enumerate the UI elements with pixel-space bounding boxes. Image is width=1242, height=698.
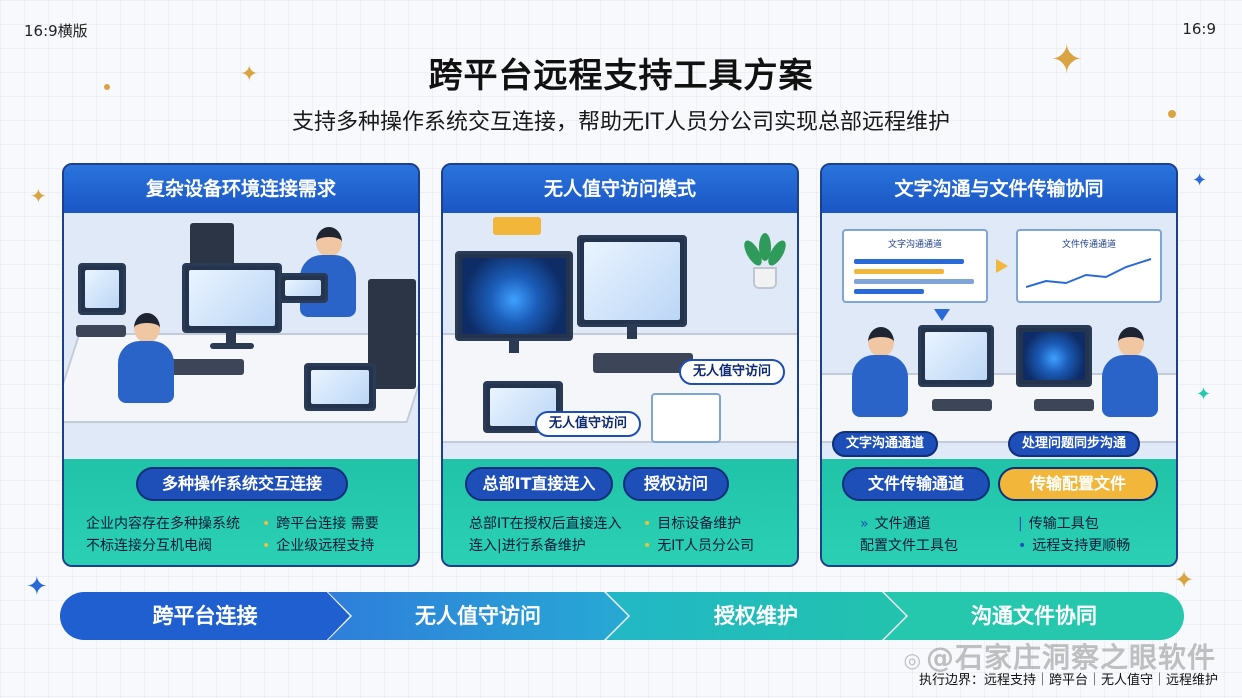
decor-dot <box>1168 110 1176 118</box>
bullet-item: »文件通道 <box>860 516 931 532</box>
chat-channel-card: 文字沟通通道 <box>842 229 988 303</box>
panel-body: 文件传输通道 传输配置文件 »文件通道 |传输工具包 配置文件工具包 •远程支持… <box>822 459 1176 565</box>
document <box>651 393 721 443</box>
sparkle-icon: ✦ <box>1050 37 1084 83</box>
office-illustration: 无人值守访问 无人值守访问 <box>443 213 797 459</box>
process-flow: 跨平台连接 无人值守访问 授权维护 沟通文件协同 <box>60 592 1184 640</box>
monitor-stand <box>226 333 236 345</box>
laptop <box>278 273 328 303</box>
sparkle-icon: ✦ <box>30 184 47 208</box>
panel-heading: 文字沟通与文件传输协同 <box>822 165 1176 213</box>
panel-heading: 复杂设备环境连接需求 <box>64 165 418 213</box>
aspect-ratio-label-right: 16:9 <box>1182 20 1216 38</box>
chat-channel-tag: 文字沟通通道 <box>832 431 939 457</box>
bullet-item: 连入|进行系备维护 <box>469 535 586 555</box>
bullet-text: 文件通道 <box>874 516 931 532</box>
unattended-access-tag: 无人值守访问 <box>679 359 786 385</box>
bullet-item: 不标连接分互机电阀 <box>86 535 212 555</box>
multi-os-connection-pill: 多种操作系统交互连接 <box>136 467 348 501</box>
monitor-secondary <box>577 235 687 327</box>
bullet-item: 企业内容存在多种操系统 <box>86 513 240 533</box>
router <box>493 217 541 235</box>
sparkle-icon: ✦ <box>240 62 259 87</box>
keyboard <box>593 353 693 373</box>
monitor <box>182 263 282 333</box>
bullet-text: 不标连接分互机电阀 <box>86 538 212 554</box>
bullet-item: |传输工具包 <box>1018 516 1099 532</box>
flow-step-unattended: 无人值守访问 <box>328 592 628 640</box>
bullet-item: •企业级远程支持 <box>262 538 375 554</box>
flow-step-authorized-maintenance: 授权维护 <box>606 592 906 640</box>
weibo-logo-icon: ◎ <box>903 648 922 672</box>
keyboard <box>164 359 244 375</box>
bullet-text: 总部IT在授权后直接连入 <box>469 516 622 532</box>
monitor-left <box>918 325 994 387</box>
card-caption: 文字沟通通道 <box>887 240 942 250</box>
pc-tower <box>368 279 416 389</box>
page-subtitle: 支持多种操作系统交互连接，帮助无IT人员分公司实现总部远程维护 <box>292 110 950 135</box>
bullet-text: 配置文件工具包 <box>860 538 958 554</box>
card-caption: 文件传通通道 <box>1061 240 1116 250</box>
panel-body: 总部IT直接连入 授权访问 总部IT在授权后直接连入 •目标设备维护 连入|进行… <box>443 459 797 565</box>
file-transfer-channel-pill: 文件传输通道 <box>842 467 990 501</box>
arrow-right-icon <box>996 259 1008 273</box>
trend-line-icon <box>1026 258 1152 288</box>
hq-it-direct-connect-pill: 总部IT直接连入 <box>465 467 613 501</box>
laptop <box>304 363 376 411</box>
footer-scope: 执行边界：远程支持｜跨平台｜无人值守｜远程维护 <box>918 673 1218 688</box>
sparkle-icon: ✦ <box>1174 566 1195 594</box>
bullet-text: 目标设备维护 <box>657 516 742 532</box>
bullet-text: 企业内容存在多种操系统 <box>86 516 240 532</box>
keyboard <box>932 399 992 411</box>
bullet-text: 跨平台连接 需要 <box>276 516 379 532</box>
monitor-base <box>210 343 254 349</box>
bullet-item: 总部IT在授权后直接连入 <box>469 513 622 533</box>
bullet-text: 企业级远程支持 <box>276 538 375 554</box>
watermark: ◎@石家庄洞察之眼软件 <box>904 636 1216 676</box>
aspect-ratio-label-left: 16:9横版 <box>24 22 88 40</box>
bullet-text: 传输工具包 <box>1028 516 1099 532</box>
office-illustration <box>64 213 418 459</box>
bullet-item: •目标设备维护 <box>643 516 742 532</box>
file-channel-card: 文件传通通道 <box>1016 229 1162 303</box>
arrow-down-icon <box>934 309 950 321</box>
panel-heading: 无人值守访问模式 <box>443 165 797 213</box>
bullet-text: 无IT人员分公司 <box>657 538 754 554</box>
panel-device-environment: 复杂设备环境连接需求 多种操作系统交互连接 企业内容存在多种操系统 •跨平台连接… <box>62 163 420 567</box>
panel-chat-file-transfer: 文字沟通与文件传输协同 文字沟通通道 文件传通通道 文 <box>820 163 1178 567</box>
sparkle-icon: ✦ <box>1196 384 1212 405</box>
monitor-stand <box>509 341 519 353</box>
keyboard <box>1034 399 1094 411</box>
watermark-text: @石家庄洞察之眼软件 <box>925 641 1216 674</box>
flow-step-communication-files: 沟通文件协同 <box>884 592 1184 640</box>
bullet-item: 配置文件工具包 <box>860 535 958 555</box>
bullet-item: •无IT人员分公司 <box>643 538 754 554</box>
authorized-access-pill: 授权访问 <box>623 467 729 501</box>
monitor-right <box>1016 325 1092 387</box>
sync-communication-tag: 处理问题同步沟通 <box>1008 431 1141 457</box>
keyboard <box>76 325 126 337</box>
sparkle-icon: ✦ <box>26 572 48 602</box>
transfer-config-file-pill: 传输配置文件 <box>998 467 1158 501</box>
page-title: 跨平台远程支持工具方案 <box>428 56 814 96</box>
flow-step-cross-platform: 跨平台连接 <box>60 592 350 640</box>
monitor-main <box>455 251 573 341</box>
decor-dot <box>104 84 110 90</box>
panel-unattended-access: 无人值守访问模式 无人值守访问 无人值守访问 总部IT直接连入 授权访问 总部I… <box>441 163 799 567</box>
office-illustration: 文字沟通通道 文件传通通道 文字沟通通道 处理问题同步沟通 <box>822 213 1176 459</box>
sparkle-icon: ✦ <box>1192 170 1208 191</box>
panel-body: 多种操作系统交互连接 企业内容存在多种操系统 •跨平台连接 需要 不标连接分互机… <box>64 459 418 565</box>
monitor-small <box>78 263 126 315</box>
bullet-text: 连入|进行系备维护 <box>469 538 586 554</box>
monitor-stand <box>627 327 637 339</box>
unattended-access-tag: 无人值守访问 <box>535 411 642 437</box>
bullet-item: •跨平台连接 需要 <box>262 516 379 532</box>
bullet-item: •远程支持更顺畅 <box>1018 538 1131 554</box>
bullet-text: 远程支持更顺畅 <box>1032 538 1131 554</box>
